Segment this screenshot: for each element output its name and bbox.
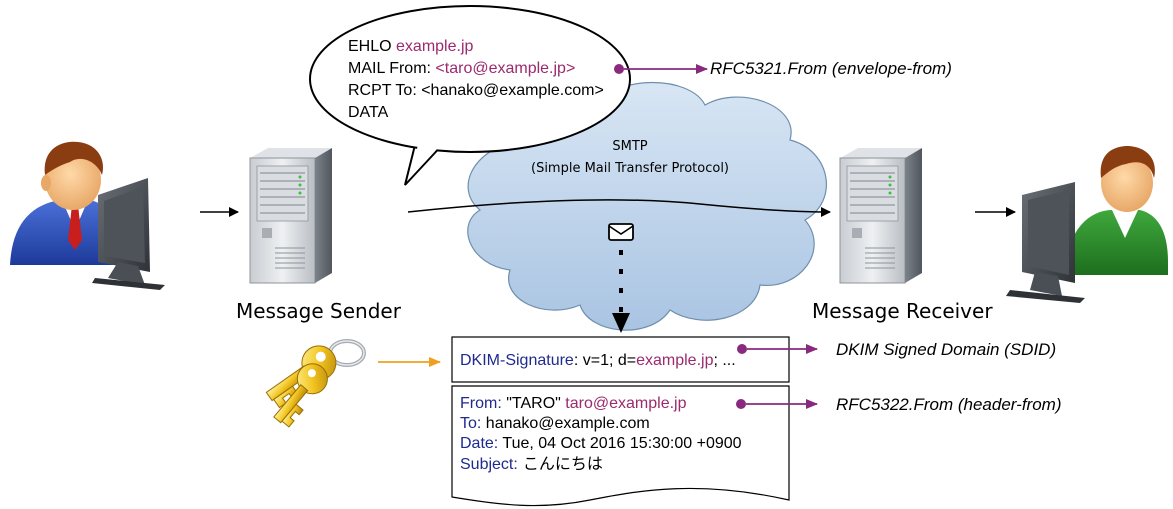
- from-header-line: From: "TARO" taro@example.jp: [460, 394, 686, 413]
- header-from-dot: [736, 399, 746, 409]
- ehlo-keyword: EHLO: [348, 38, 392, 55]
- data-line: DATA: [348, 104, 389, 121]
- sdid-label: DKIM Signed Domain (SDID): [836, 340, 1057, 359]
- receiver-server-icon: [839, 148, 922, 284]
- subject-key: Subject:: [460, 456, 518, 473]
- receiver-monitor-icon: [1006, 182, 1085, 303]
- sender-monitor-icon: [92, 178, 165, 290]
- date-header-line: Date: Tue, 04 Oct 2016 15:30:00 +0900: [460, 434, 742, 453]
- smtp-title: SMTP: [612, 139, 648, 154]
- dkim-tail: ; ...: [713, 352, 736, 369]
- mail-from-address: <taro@example.jp>: [435, 60, 576, 77]
- to-value: hanako@example.com: [481, 415, 650, 432]
- subject-header-line: Subject: こんにちは: [460, 454, 603, 474]
- smtp-transfer-arrow: [407, 199, 831, 217]
- mail-from-line: MAIL From: <taro@example.jp>: [348, 59, 575, 78]
- email-header-document: [451, 385, 790, 507]
- sender-user-icon: [10, 141, 122, 265]
- dkim-field-name: DKIM-Signature: [460, 352, 574, 369]
- receiver-user-icon: [1065, 146, 1168, 275]
- sender-server-icon: [249, 148, 332, 284]
- smtp-command-bubble: [309, 5, 631, 186]
- dkim-domain: example.jp: [636, 352, 714, 369]
- to-key: To:: [460, 415, 482, 432]
- envelope-from-label: RFC5321.From (envelope-from): [710, 59, 952, 78]
- smtp-subtitle: (Simple Mail Transfer Protocol): [531, 161, 729, 176]
- envelope-from-dot: [614, 64, 624, 74]
- date-key: Date:: [460, 435, 499, 452]
- from-key: From:: [460, 395, 502, 412]
- header-from-label: RFC5322.From (header-from): [836, 395, 1062, 414]
- dkim-signature-box: [451, 336, 790, 383]
- message-down-arrowhead: [612, 313, 630, 333]
- subject-value: こんにちは: [517, 454, 603, 473]
- envelope-icon: [608, 223, 634, 241]
- to-header-line: To: hanako@example.com: [460, 414, 650, 433]
- from-name: "TARO": [501, 395, 566, 412]
- dkim-params: : v=1; d=: [573, 352, 637, 369]
- mail-from-keyword: MAIL From:: [348, 60, 431, 77]
- rcpt-to-line: RCPT To: <hanako@example.com>: [348, 82, 604, 99]
- ehlo-domain: example.jp: [396, 38, 474, 55]
- sdid-dot: [737, 344, 747, 354]
- date-value: Tue, 04 Oct 2016 15:30:00 +0900: [498, 435, 742, 452]
- dkim-signature-line: DKIM-Signature: v=1; d=example.jp; ...: [460, 351, 736, 370]
- sender-caption: Message Sender: [236, 299, 401, 323]
- signing-key-icon: [265, 339, 366, 428]
- ehlo-line: EHLO example.jp: [348, 37, 473, 56]
- smtp-cloud: [467, 81, 827, 331]
- receiver-caption: Message Receiver: [812, 299, 993, 323]
- from-address: taro@example.jp: [565, 395, 687, 412]
